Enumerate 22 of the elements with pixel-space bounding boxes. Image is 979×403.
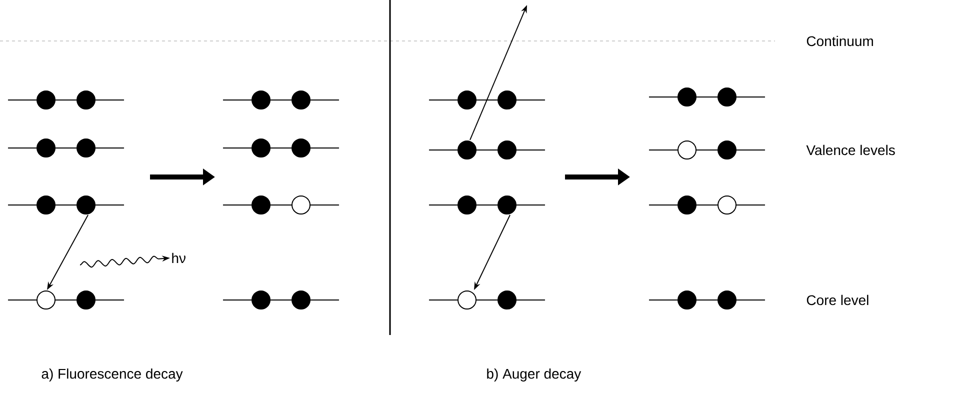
label: hν	[172, 252, 186, 264]
energy-level	[428, 140, 546, 160]
energy-level	[648, 290, 766, 310]
energy-level	[222, 196, 340, 214]
label: Core level	[806, 294, 868, 306]
energy-level	[428, 196, 546, 214]
energy-level	[222, 90, 340, 110]
energy-level	[648, 140, 766, 160]
energy-level	[8, 290, 125, 310]
energy-level	[648, 88, 766, 106]
energy-level	[222, 138, 340, 158]
energy-level	[8, 196, 125, 214]
energy-level	[222, 290, 340, 310]
energy-level	[8, 138, 125, 158]
label: Valence levels	[806, 144, 895, 156]
energy-level	[428, 90, 546, 110]
energy-level	[8, 90, 125, 110]
label: b) Auger decay	[487, 368, 582, 382]
label: Continuum	[806, 36, 873, 46]
energy-level	[648, 196, 766, 214]
label: a) Fluorescence decay	[42, 368, 183, 382]
energy-level	[428, 290, 546, 310]
